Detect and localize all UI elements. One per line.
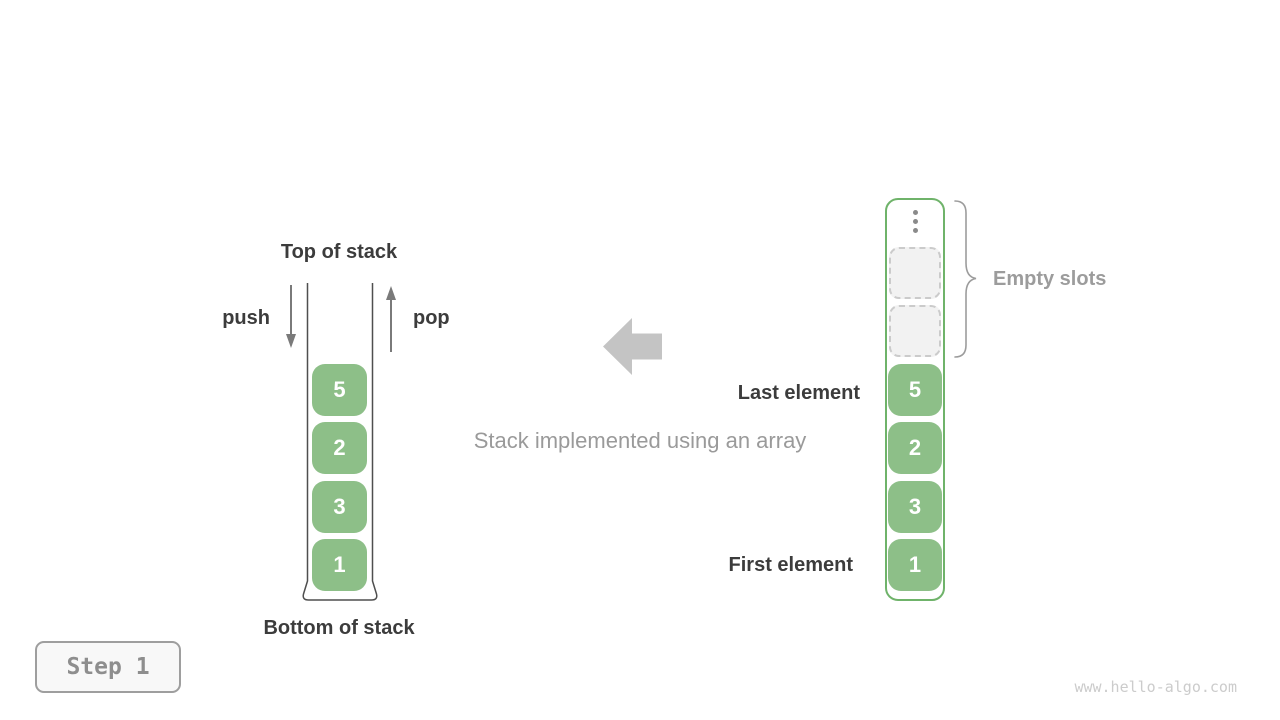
stack-cell: 2 xyxy=(312,422,367,474)
stack-container-outline xyxy=(302,283,378,601)
stack-cell: 5 xyxy=(312,364,367,416)
stack-cell: 1 xyxy=(312,539,367,591)
center-caption: Stack implemented using an array xyxy=(473,428,807,453)
array-cell: 1 xyxy=(888,539,942,591)
step-badge: Step 1 xyxy=(35,641,181,693)
empty-slot xyxy=(889,305,941,357)
bottom-of-stack-label: Bottom of stack xyxy=(263,617,415,639)
pop-label: pop xyxy=(413,307,450,329)
last-element-label: Last element xyxy=(737,382,860,404)
empty-slots-label: Empty slots xyxy=(993,268,1107,290)
first-element-label: First element xyxy=(728,554,853,576)
push-label: push xyxy=(222,307,270,329)
empty-slots-brace xyxy=(954,200,977,358)
vertical-ellipsis-icon xyxy=(913,210,918,233)
push-arrow-icon xyxy=(286,285,296,348)
empty-slot xyxy=(889,247,941,299)
array-cell: 5 xyxy=(888,364,942,416)
left-block-arrow-icon xyxy=(603,318,662,375)
pop-arrow-icon xyxy=(386,286,396,352)
array-cell: 3 xyxy=(888,481,942,533)
stack-cell: 3 xyxy=(312,481,367,533)
array-cell: 2 xyxy=(888,422,942,474)
watermark: www.hello-algo.com xyxy=(1074,678,1237,696)
top-of-stack-label: Top of stack xyxy=(280,241,398,263)
